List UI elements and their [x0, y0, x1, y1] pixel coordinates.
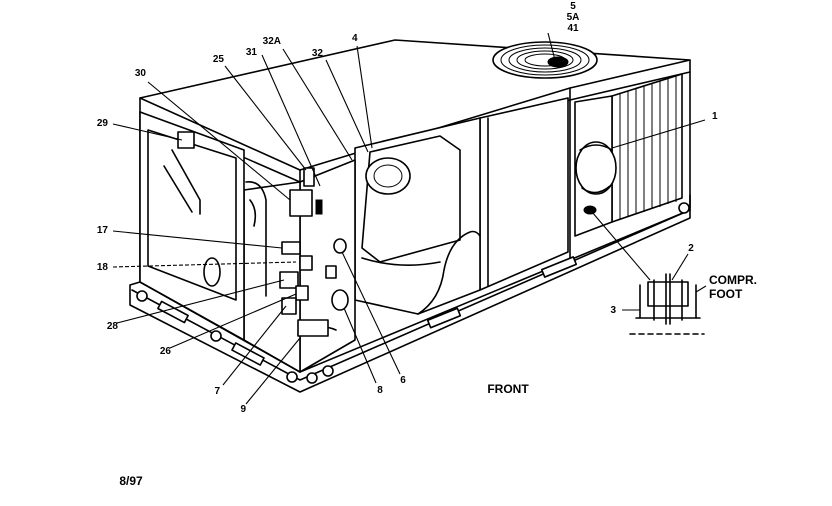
label-41: 41 — [567, 23, 579, 34]
label-32: 32 — [312, 48, 324, 59]
compr-foot-line2: FOOT — [709, 287, 743, 301]
label-5: 5 — [570, 1, 576, 12]
blower-wheel — [365, 157, 411, 195]
condenser-coil — [611, 73, 683, 223]
label-17: 17 — [97, 225, 109, 236]
label-8: 8 — [377, 385, 383, 396]
label-2: 2 — [688, 243, 694, 254]
condenser-fan-grille — [492, 41, 598, 79]
control-compartment — [139, 111, 356, 373]
contactor — [289, 189, 313, 217]
label-18: 18 — [97, 262, 109, 273]
center-panel — [479, 97, 569, 291]
label-4: 4 — [352, 33, 358, 44]
part-labels: 5 5A 41 1 4 32 32A 31 25 30 29 17 18 28 … — [97, 1, 757, 488]
date-code: 8/97 — [119, 474, 143, 488]
label-6: 6 — [400, 375, 406, 386]
label-25: 25 — [213, 54, 225, 65]
label-30: 30 — [135, 68, 147, 79]
label-7: 7 — [214, 386, 220, 397]
label-5a: 5A — [567, 12, 580, 23]
compressor-foot-detail — [622, 253, 707, 335]
compr-foot-line1: COMPR. — [709, 273, 757, 287]
label-9: 9 — [240, 404, 246, 415]
label-26: 26 — [160, 346, 172, 357]
filter-switch — [177, 131, 195, 149]
compressor-compartment — [574, 95, 617, 237]
label-3: 3 — [610, 305, 616, 316]
label-28: 28 — [107, 321, 119, 332]
label-32a: 32A — [263, 36, 281, 47]
blower-section — [354, 117, 481, 315]
leader-lines — [112, 32, 706, 405]
capacitor — [333, 238, 347, 254]
label-1: 1 — [712, 111, 718, 122]
front-label: FRONT — [487, 382, 529, 396]
label-29: 29 — [97, 118, 109, 129]
label-31: 31 — [246, 47, 258, 58]
